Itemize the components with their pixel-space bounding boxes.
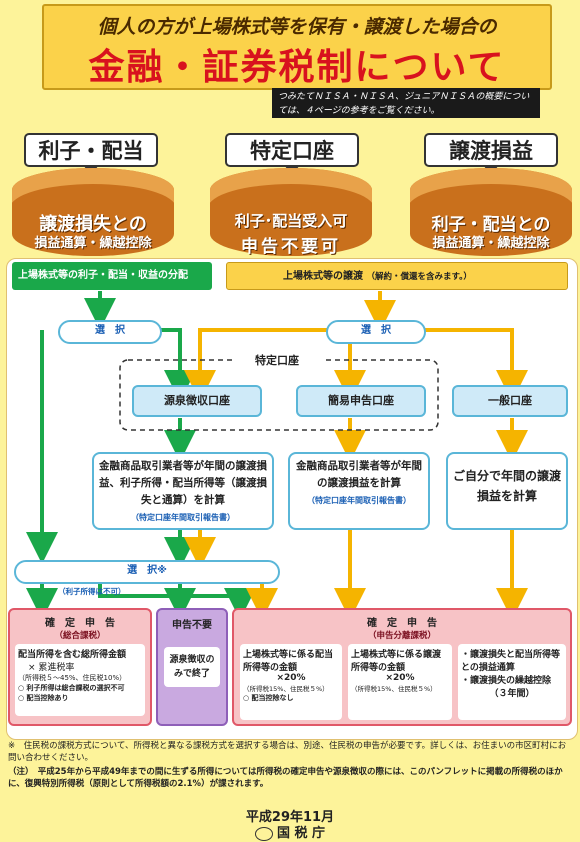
tag-interest-dividend: 利子・配当 [24, 133, 158, 175]
select-pill-2: 選 択 [326, 320, 426, 344]
calc1-text: 金融商品取引業者等が年間の譲渡損益、利子所得・配当所得等（譲渡損失と通算）を計算 [99, 460, 267, 506]
fuyo-body: 源泉徴収のみで終了 [164, 647, 220, 687]
issue-date: 平成29年11月 [245, 810, 335, 825]
bar-transfer-label: 上場株式等の譲渡 [283, 271, 363, 282]
k2b-3: （所得税15%、住民税５%） [351, 685, 437, 693]
calc1-sub: （特定口座年間取引報告書） [131, 513, 235, 522]
select3-note: （利子所得は不可） [58, 587, 126, 596]
k2b-2: ×20% [385, 673, 415, 683]
tag-tokutei: 特定口座 [225, 133, 359, 175]
withholding-account: 源泉徴収口座 [132, 385, 262, 417]
kakutei-sougou-box: 確 定 申 告 （総合課税） 配当所得を含む総所得金額 × 累進税率 （所得税５… [8, 608, 152, 726]
select-pill-1: 選 択 [58, 320, 162, 344]
fuyo-title: 申告不要 [172, 620, 212, 631]
kakutei-bunri-box: 確 定 申 告 （申告分離課税） 上場株式等に係る配当所得等の金額 ×20% （… [232, 608, 572, 726]
calc2-sub: （特定口座年間取引報告書） [307, 496, 411, 505]
calc2-text: 金融商品取引業者等が年間の譲渡損益を計算 [296, 460, 422, 489]
log2-line2: 申告不要可 [241, 237, 341, 257]
title-banner: 個人の方が上場株式等を保有・譲渡した場合の 金融・証券税制について [42, 4, 552, 90]
k1-body2: × 累進税率 [28, 663, 75, 673]
bar-transfer: 上場株式等の譲渡 （解約・償還を含みます。） [226, 262, 568, 290]
kakutei2-sub: （申告分離課税） [367, 631, 436, 641]
k2a-3: （所得税15%、住民税５%） [243, 685, 329, 693]
k2c-1: ・譲渡損失と配当所得等との損益通算 [461, 650, 561, 673]
select-pill-3: 選 択※ [14, 560, 280, 584]
k1-body4: ○ 利子所得は総合課税の選択不可 [18, 684, 125, 692]
calc-box-2: 金融商品取引業者等が年間の譲渡損益を計算 （特定口座年間取引報告書） [288, 452, 430, 530]
k2-dividend: 上場株式等に係る配当所得等の金額 ×20% （所得税15%、住民税５%） ○ 配… [240, 644, 342, 720]
tokutei-label: 特定口座 [232, 352, 322, 368]
nisa-note: つみたてＮＩＳＡ・ＮＩＳＡ、ジュニアＮＩＳＡの概要については、４ページの参考をご… [272, 88, 540, 118]
shinkoku-fuyo-box: 申告不要 源泉徴収のみで終了 [156, 608, 228, 726]
bar-interest: 上場株式等の利子・配当・収益の分配 [12, 262, 212, 290]
k2c-3: （３年間） [489, 689, 535, 699]
k2a-4: ○ 配当控除なし [243, 694, 294, 702]
k2-loss: ・譲渡損失と配当所得等との損益通算 ・譲渡損失の繰越控除 （３年間） [458, 644, 566, 720]
footnote-1: ※ 住民税の課税方式について、所得税と異なる課税方式を選択する場合は、別途、住民… [8, 741, 567, 763]
title-line1: 個人の方が上場株式等を保有・譲渡した場合の [97, 16, 497, 38]
k2-transfer: 上場株式等に係る譲渡所得等の金額 ×20% （所得税15%、住民税５%） [348, 644, 452, 720]
k2a-2: ×20% [276, 673, 306, 683]
footnote-2: （注） 平成25年から平成49年までの間に生ずる所得については所得税の確定申告や… [8, 767, 563, 789]
k1-body1: 配当所得を含む総所得金額 [18, 650, 127, 660]
log2-line1: 利子･配当受入可 [234, 212, 348, 230]
calc-box-3: ご自分で年間の譲渡損益を計算 [446, 452, 568, 530]
calc-box-1: 金融商品取引業者等が年間の譲渡損益、利子所得・配当所得等（譲渡損失と通算）を計算… [92, 452, 274, 530]
bar-transfer-sub: （解約・償還を含みます。） [366, 272, 472, 282]
k1-body3: （所得税５～45%、住民税10%） [18, 674, 127, 682]
log-2: 利子･配当受入可 申告不要可 [210, 168, 372, 257]
k2b-1: 上場株式等に係る譲渡所得等の金額 [351, 650, 442, 673]
log1-line1: 譲渡損失との [39, 214, 147, 235]
title-line2: 金融・証券税制について [88, 47, 506, 88]
log-1: 譲渡損失との 損益通算・繰越控除 [12, 168, 174, 256]
nta-logo-icon [254, 826, 273, 841]
log3-line1: 利子・配当との [431, 215, 551, 235]
log-3: 利子・配当との 損益通算・繰越控除 [410, 168, 572, 256]
agency-label: 国 税 庁 [276, 826, 326, 841]
kakutei2-title: 確 定 申 告 [367, 618, 437, 629]
k2a-1: 上場株式等に係る配当所得等の金額 [243, 650, 334, 673]
kakutei1-title: 確 定 申 告 [45, 618, 115, 629]
log1-line2: 損益通算・繰越控除 [34, 236, 152, 251]
kakutei1-sub: （総合課税） [54, 631, 106, 641]
simple-account: 簡易申告口座 [296, 385, 426, 417]
footnotes: ※ 住民税の課税方式について、所得税と異なる課税方式を選択する場合は、別途、住民… [8, 740, 572, 790]
agency-name: 国 税 庁 [0, 822, 580, 841]
k2c-2: ・譲渡損失の繰越控除 [461, 676, 552, 686]
log3-line2: 損益通算・繰越控除 [432, 236, 550, 251]
general-account: 一般口座 [452, 385, 568, 417]
k1-body5: ○ 配当控除あり [18, 694, 69, 702]
kakutei1-detail: 配当所得を含む総所得金額 × 累進税率 （所得税５～45%、住民税10%） ○ … [15, 644, 145, 716]
